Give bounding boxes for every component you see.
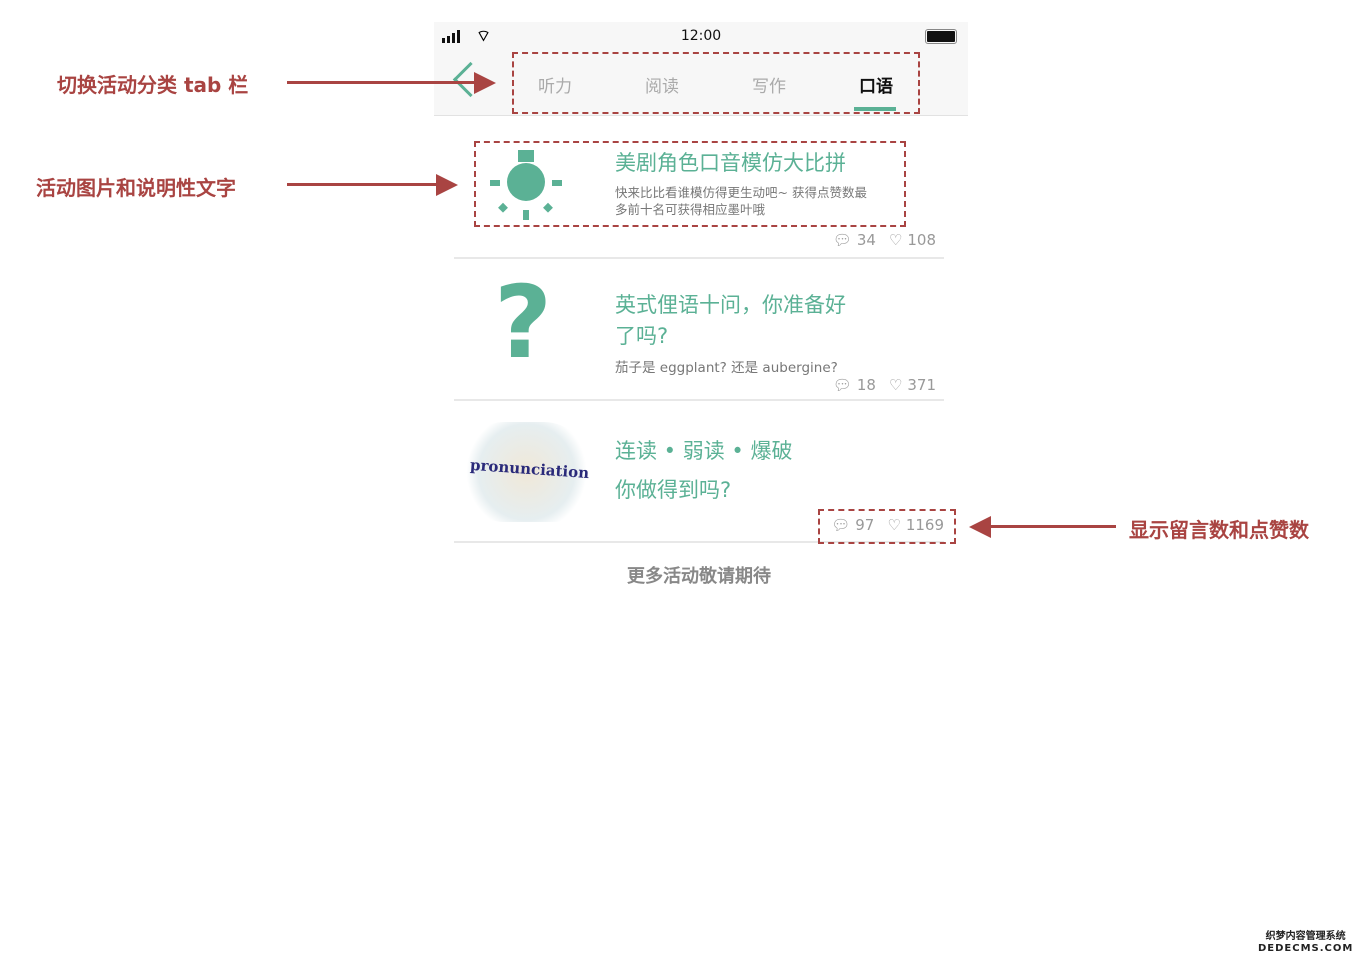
- title-line: 英式俚语十问，你准备好: [615, 293, 846, 317]
- annotation-box-content: [474, 141, 906, 227]
- activity-title[interactable]: 英式俚语十问，你准备好 了吗?: [615, 290, 846, 352]
- tab-writing[interactable]: 写作: [752, 77, 786, 97]
- status-time: 12:00: [680, 28, 722, 44]
- more-activities-footer: 更多活动敬请期待: [627, 566, 771, 587]
- annotation-box-stats: [818, 509, 956, 544]
- divider: [454, 541, 944, 543]
- annotation-arrow: [990, 525, 1116, 528]
- watermark-line: 织梦内容管理系统: [1265, 931, 1346, 942]
- title-line: 了吗?: [615, 324, 669, 348]
- desc-line: 多前十名可获得相应墨叶哦: [615, 202, 766, 217]
- comment-icon[interactable]: 💬︎: [831, 516, 851, 534]
- like-count: 371: [907, 376, 936, 394]
- comment-count: 18: [856, 376, 876, 394]
- activity-item[interactable]: pronunciation 连读 • 弱读 • 爆破 你做得到吗? 💬︎97 ♡…: [454, 402, 944, 542]
- divider: [454, 399, 944, 401]
- tab-reading[interactable]: 阅读: [645, 77, 679, 97]
- annotation-content: 活动图片和说明性文字: [36, 176, 236, 200]
- signal-icon: [442, 30, 460, 43]
- heart-icon[interactable]: ♡: [887, 516, 901, 534]
- activity-title[interactable]: 美剧角色口音模仿大比拼: [615, 151, 846, 175]
- question-mark-icon: ?: [494, 264, 553, 381]
- tab-speaking[interactable]: 口语: [859, 77, 893, 97]
- like-count: 108: [907, 231, 936, 249]
- desc-line: 快来比比看谁模仿得更生动吧~ 获得点赞数最: [615, 185, 867, 200]
- annotation-box-tabs: [512, 52, 920, 114]
- annotation-arrow: [287, 183, 437, 186]
- pronunciation-word-cloud: pronunciation: [464, 422, 590, 522]
- heart-icon[interactable]: ♡: [888, 231, 903, 249]
- activity-desc: 茄子是 eggplant? 还是 aubergine?: [615, 360, 838, 376]
- activity-stats: 💬︎18 ♡371: [833, 376, 936, 394]
- active-tab-indicator: [854, 107, 896, 111]
- activity-desc: 快来比比看谁模仿得更生动吧~ 获得点赞数最 多前十名可获得相应墨叶哦: [615, 184, 867, 218]
- comment-icon[interactable]: 💬︎: [832, 376, 852, 394]
- activity-stats: 💬︎97 ♡1169: [831, 516, 944, 534]
- lightbulb-icon: [490, 150, 562, 220]
- activity-item[interactable]: ? 英式俚语十问，你准备好 了吗? 茄子是 eggplant? 还是 auber…: [454, 260, 944, 400]
- like-count: 1169: [905, 516, 944, 534]
- activity-stats: 💬︎34 ♡108: [833, 231, 936, 249]
- arrow-head: [436, 174, 458, 196]
- arrow-head: [474, 72, 496, 94]
- comment-icon[interactable]: 💬︎: [832, 231, 852, 249]
- watermark: 织梦内容管理系统 DEDECMS.COM: [1258, 931, 1353, 955]
- title-line: 连读 • 弱读 • 爆破: [615, 439, 793, 463]
- status-bar: ⌔ 12:00: [434, 22, 968, 52]
- annotation-arrow: [287, 81, 477, 84]
- divider: [454, 257, 944, 259]
- comment-count: 97: [855, 516, 875, 534]
- title-line: 你做得到吗?: [615, 478, 732, 502]
- wifi-icon: ⌔: [476, 26, 492, 45]
- comment-count: 34: [856, 231, 876, 249]
- tab-listening[interactable]: 听力: [538, 77, 572, 97]
- watermark-line: DEDECMS.COM: [1258, 943, 1354, 954]
- heart-icon[interactable]: ♡: [888, 376, 903, 394]
- image-text: pronunciation: [469, 455, 590, 483]
- battery-icon: [925, 29, 957, 44]
- tab-bar: [434, 52, 968, 116]
- arrow-head: [969, 516, 991, 538]
- annotation-tabs: 切换活动分类 tab 栏: [57, 73, 249, 97]
- activity-item[interactable]: 美剧角色口音模仿大比拼 快来比比看谁模仿得更生动吧~ 获得点赞数最 多前十名可获…: [454, 140, 944, 258]
- annotation-stats: 显示留言数和点赞数: [1129, 518, 1309, 542]
- activity-title[interactable]: 连读 • 弱读 • 爆破 你做得到吗?: [615, 432, 792, 510]
